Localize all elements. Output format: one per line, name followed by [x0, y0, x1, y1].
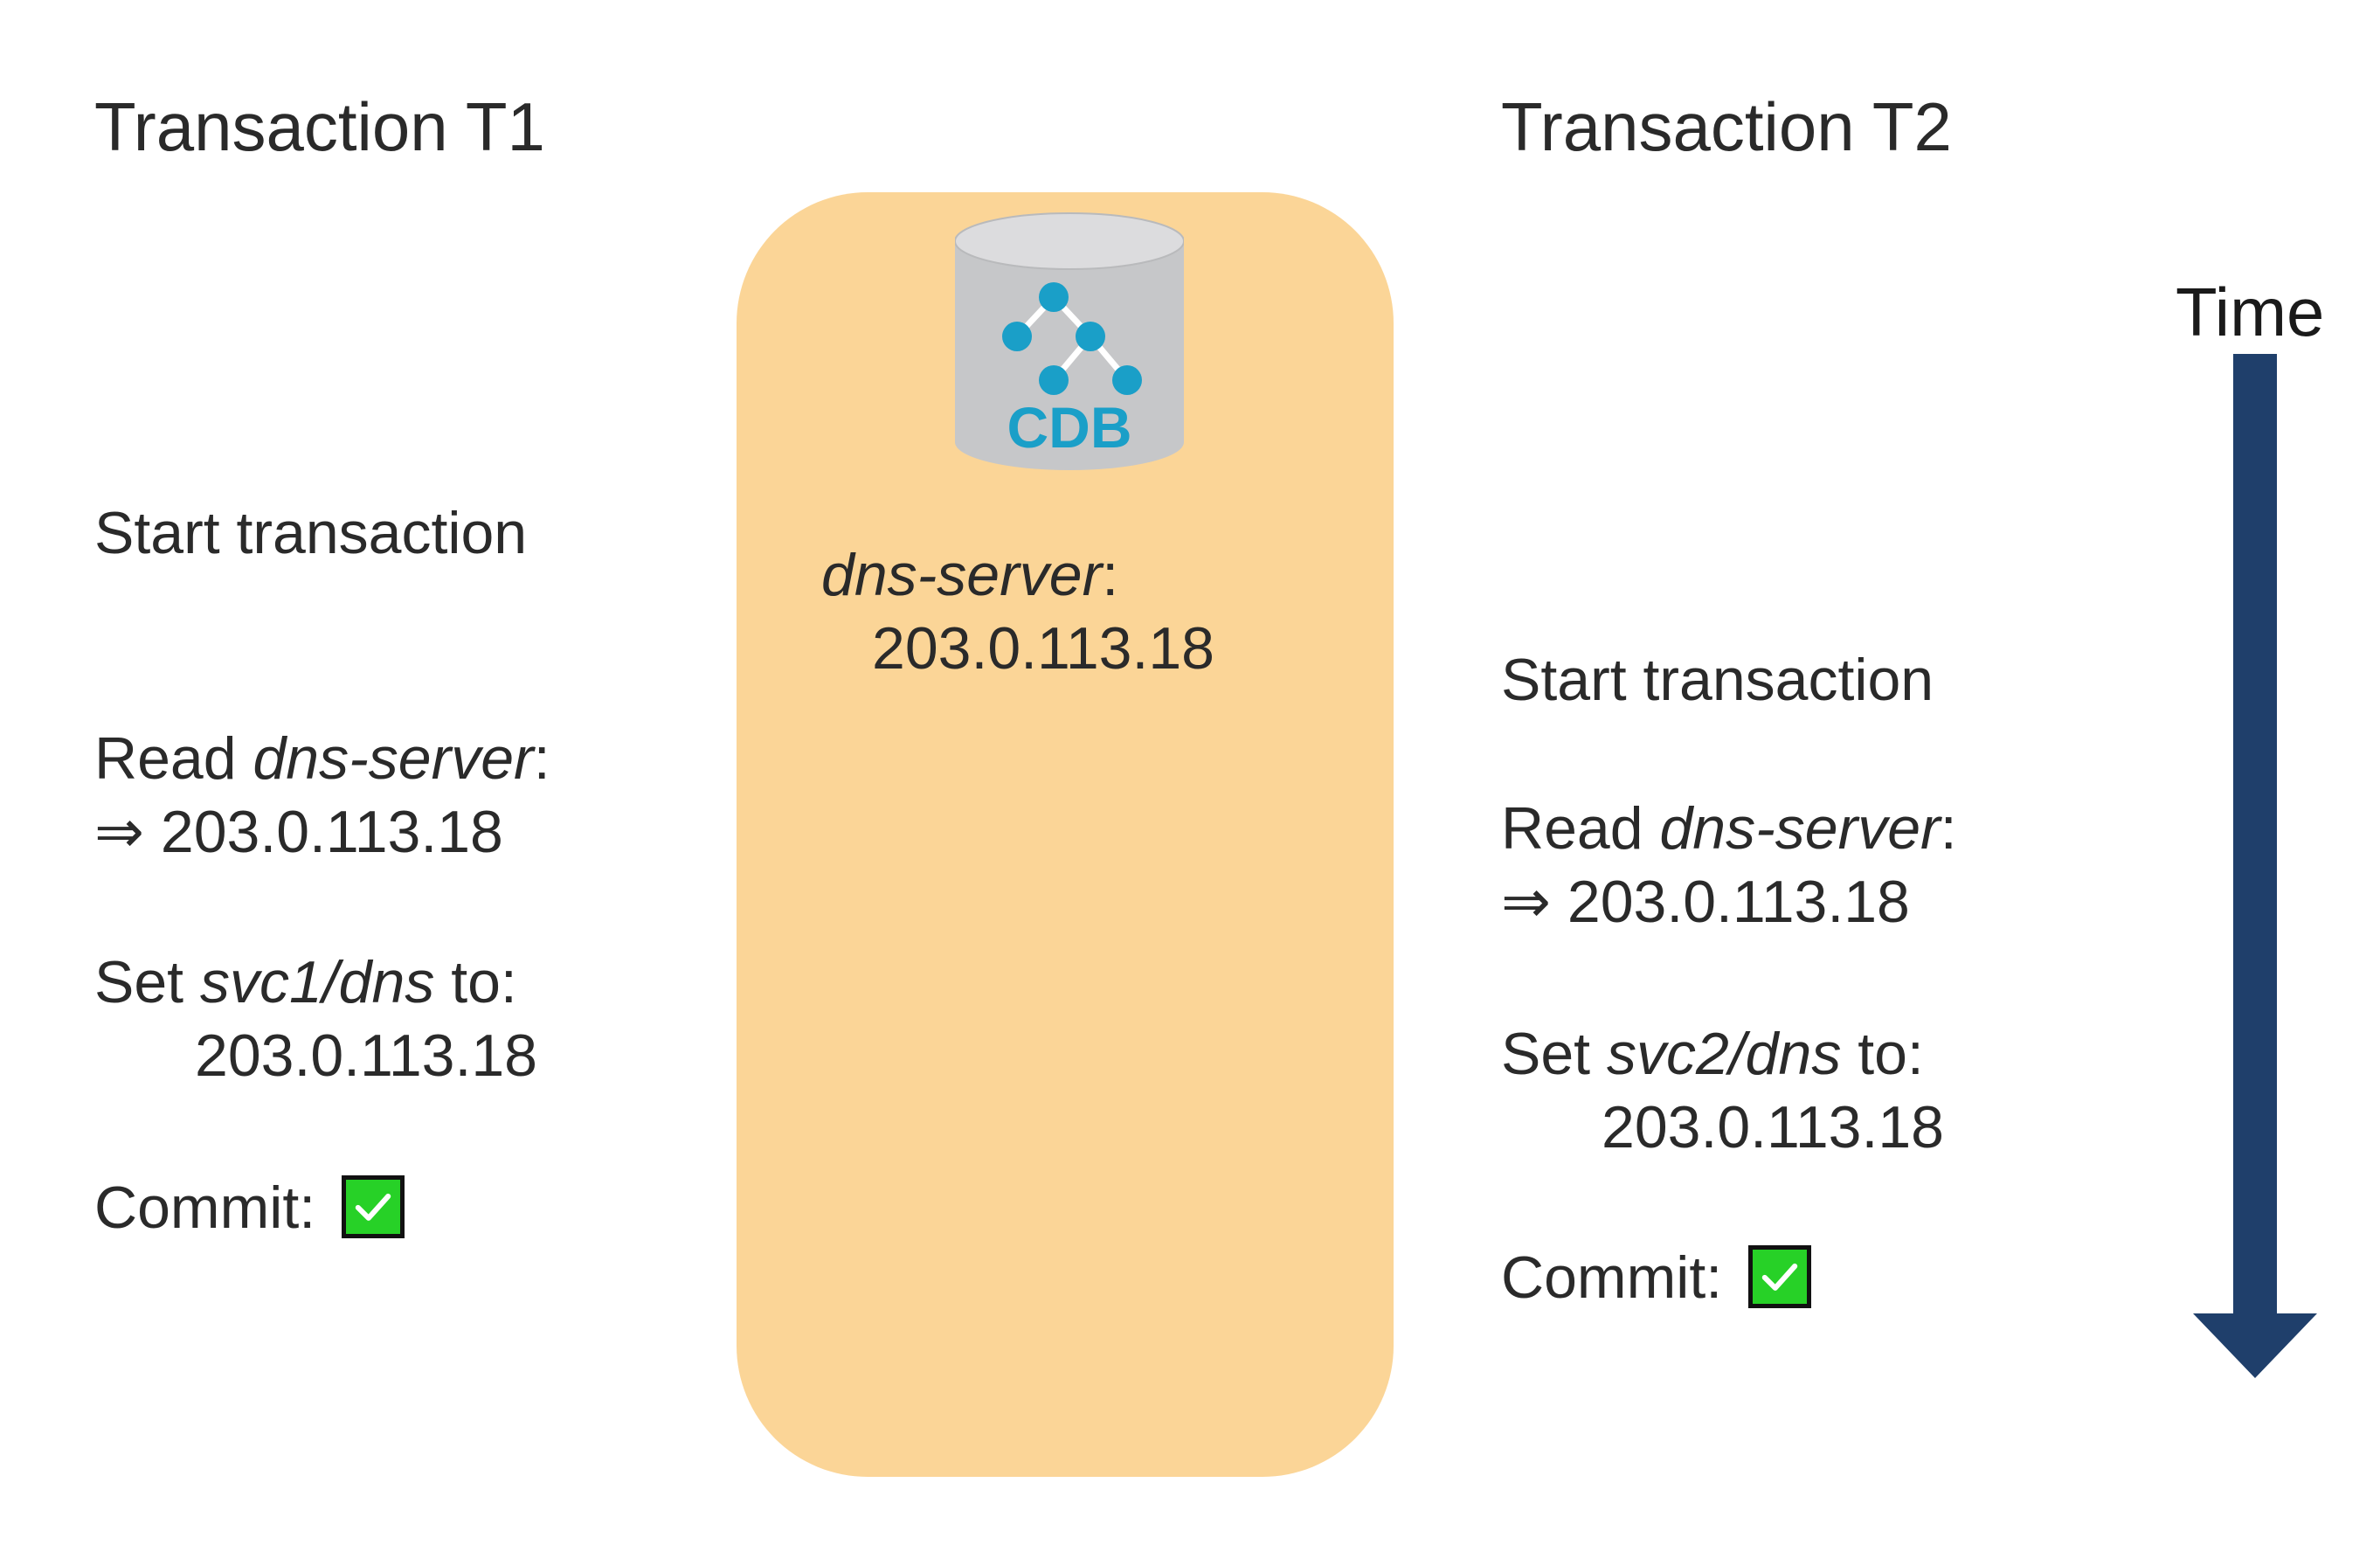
t2-commit-step: Commit: [1501, 1241, 1812, 1314]
cdb-icon-label: CDB [1007, 395, 1132, 460]
cdb-key: dns-server [821, 542, 1103, 608]
cdb-dns-server-entry: dns-server: 203.0.113.18 [821, 538, 1214, 685]
time-label: Time [2176, 274, 2325, 350]
t1-read-step: Read dns-server: ⇒ 203.0.113.18 [94, 722, 550, 869]
time-arrow-icon [2193, 354, 2317, 1378]
database-icon: CDB [955, 212, 1184, 470]
t1-read-line: Read dns-server: [94, 725, 550, 792]
t1-commit-step: Commit: [94, 1171, 405, 1244]
t1-set-step: Set svc1/dns to: 203.0.113.18 [94, 946, 537, 1092]
t1-set-value: 203.0.113.18 [195, 1022, 537, 1089]
cdb-key-line: dns-server: [821, 542, 1119, 608]
t2-title: Transaction T2 [1501, 88, 1952, 165]
t2-set-step: Set svc2/dns to: 203.0.113.18 [1501, 1017, 1944, 1164]
t2-start-transaction: Start transaction [1501, 647, 1934, 713]
t1-read-result: ⇒ 203.0.113.18 [94, 799, 503, 865]
t1-commit-check-icon [342, 1175, 405, 1239]
t2-commit-label: Commit: [1501, 1244, 1723, 1311]
t1-title: Transaction T1 [94, 88, 545, 165]
t1-read-key: dns-server [253, 725, 534, 792]
t1-commit-label: Commit: [94, 1174, 316, 1241]
t2-set-line: Set svc2/dns to: [1501, 1021, 1924, 1087]
cdb-value: 203.0.113.18 [872, 615, 1214, 682]
t2-commit-check-icon [1748, 1245, 1812, 1309]
t2-read-line: Read dns-server: [1501, 795, 1957, 862]
t1-set-line: Set svc1/dns to: [94, 949, 517, 1015]
t2-set-key: svc2/dns [1606, 1021, 1842, 1087]
t2-read-step: Read dns-server: ⇒ 203.0.113.18 [1501, 792, 1957, 939]
t1-set-key: svc1/dns [199, 949, 435, 1015]
t2-read-result: ⇒ 203.0.113.18 [1501, 869, 1910, 935]
t1-start-transaction: Start transaction [94, 500, 528, 566]
t2-set-value: 203.0.113.18 [1602, 1094, 1944, 1161]
t2-read-key: dns-server [1659, 795, 1941, 862]
